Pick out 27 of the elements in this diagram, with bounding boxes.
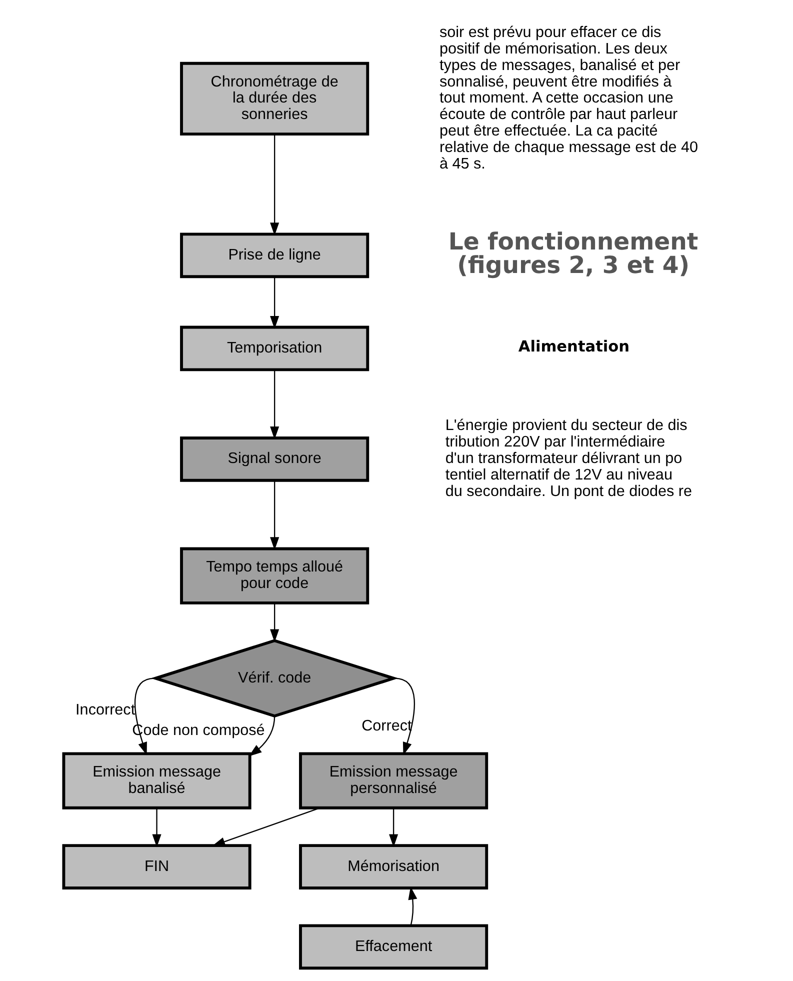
arrow [152,807,162,847]
label: L'énergie provient du secteur de dis tribution 220V par l'intermédiaire d'un transformateur délivrant un po tentiel alternatif de 12V au niveau du secondaire. Un pont de diodes re [445,416,692,500]
node-box: Emission message banalisé [62,752,252,809]
node-diamond: Vérif. code [150,638,398,718]
arrow [248,715,276,756]
edge-label: Incorrect [76,700,136,718]
arrow [270,480,280,550]
node-box: FIN [62,844,252,889]
label: Alimentation [518,336,630,355]
node-box: Signal sonore [180,436,370,482]
arrow [394,677,415,755]
label: soir est prévu pour effacer ce dis positif de mémorisation. Les deux types de messages, banalisé et per sonnalisé, peuvent être modifiés à tout moment. A cette occasion une écoute de contrôle par haut parleur peut être effectuée. La ca pacité relative de chaque message est de 40 à 45 s. [439,23,698,172]
node-box: Chronométrage de la durée des sonneries [180,61,370,136]
arrow [270,134,280,236]
arrow [270,370,280,439]
arrow [389,807,398,847]
node-box: Temporisation [180,325,370,371]
arrow [270,276,280,328]
node-box: Tempo temps alloué pour code [180,546,370,604]
node-box: Mémorisation [299,844,488,889]
node-box: Prise de ligne [180,232,370,278]
node-box: Effacement [299,924,488,970]
arrow [270,602,280,642]
arrow [212,806,320,846]
edge-label: Correct [362,716,412,734]
node-box: Emission message personnalisé [299,752,488,809]
label: Le fonctionnement (figures 2, 3 et 4) [448,227,698,279]
